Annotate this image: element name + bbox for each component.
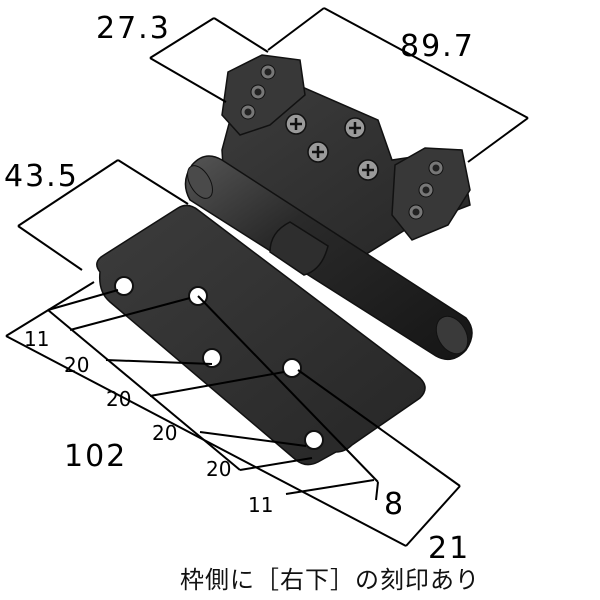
hinge-hole <box>282 358 302 378</box>
engraving-caption: 枠側に［右下］の刻印あり <box>180 566 480 594</box>
screw-icon <box>344 117 366 139</box>
hinge-hole <box>304 430 324 450</box>
dim-8: 8 <box>384 487 405 522</box>
hinge-hole <box>202 348 222 368</box>
dim-20-c: 20 <box>152 421 177 445</box>
hinge-barrel <box>184 155 473 361</box>
screw-icon <box>307 141 329 163</box>
dim-11-first: 11 <box>24 327 49 351</box>
dim-102: 102 <box>64 439 127 474</box>
dim-43-5: 43.5 <box>4 159 79 194</box>
dim-27-3: 27.3 <box>96 11 171 46</box>
dim-11-last: 11 <box>248 493 273 517</box>
dim-20-d: 20 <box>206 457 231 481</box>
screw-icon <box>357 159 379 181</box>
dimension-lines <box>5 7 529 547</box>
dim-20-a: 20 <box>64 353 89 377</box>
door-side-plate <box>96 204 426 466</box>
hinge-hole <box>114 276 134 296</box>
dim-21: 21 <box>428 531 470 566</box>
screw-icon <box>285 113 307 135</box>
dim-89-7: 89.7 <box>400 29 475 64</box>
dim-20-b: 20 <box>106 387 131 411</box>
